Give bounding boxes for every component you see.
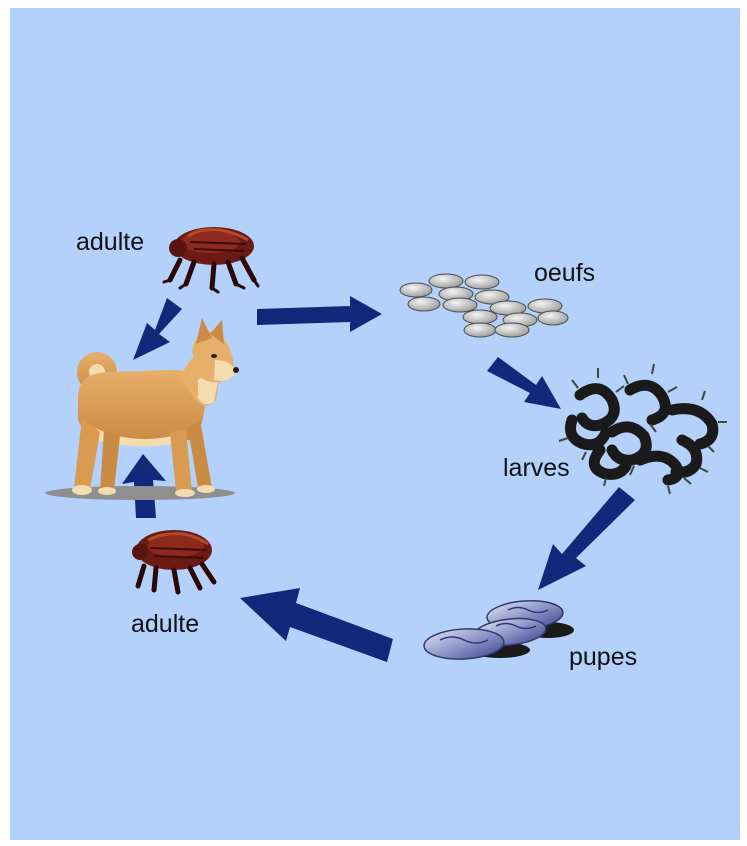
stage-label-pupae: pupes	[569, 645, 637, 670]
stage-label-adult-top: adulte	[76, 230, 144, 255]
stage-label-larvae: larves	[503, 456, 570, 481]
stage-label-adult-bottom: adulte	[131, 612, 199, 637]
stage-label-eggs: oeufs	[534, 261, 595, 286]
